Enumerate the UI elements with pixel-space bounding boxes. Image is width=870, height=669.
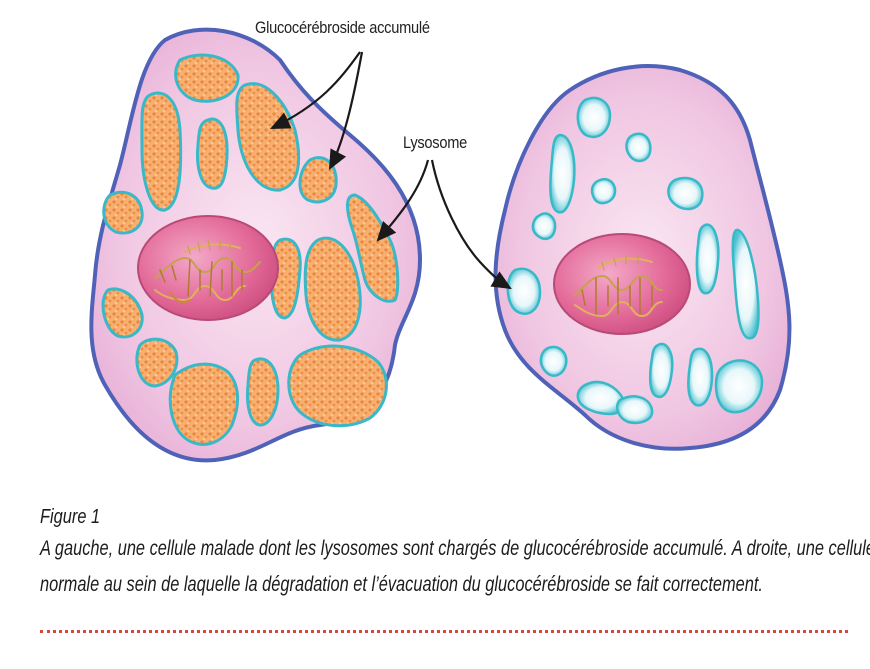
dotted-divider [40,630,848,633]
lysosome-label: Lysosome [403,133,468,152]
diseased-cell [89,27,423,463]
caption-line-2: normale au sein de laquelle la dégradati… [40,573,763,596]
figure-caption: Figure 1 A gauche, une cellule malade do… [40,503,870,603]
normal-dna [574,255,663,318]
cell-diagram [89,27,792,463]
normal-nucleus [553,233,691,335]
caption-title: Figure 1 [40,506,101,528]
diseased-nucleus [137,215,279,321]
normal-lysosomes [506,96,764,425]
engorged-lysosomes [101,53,400,446]
annotation-arrows [270,51,512,290]
caption-line-1: A gauche, une cellule malade dont les ly… [40,537,870,560]
glucocerebroside-label: Glucocérébroside accumulé [255,18,430,37]
normal-cell [493,64,792,451]
diseased-dna [154,239,261,303]
